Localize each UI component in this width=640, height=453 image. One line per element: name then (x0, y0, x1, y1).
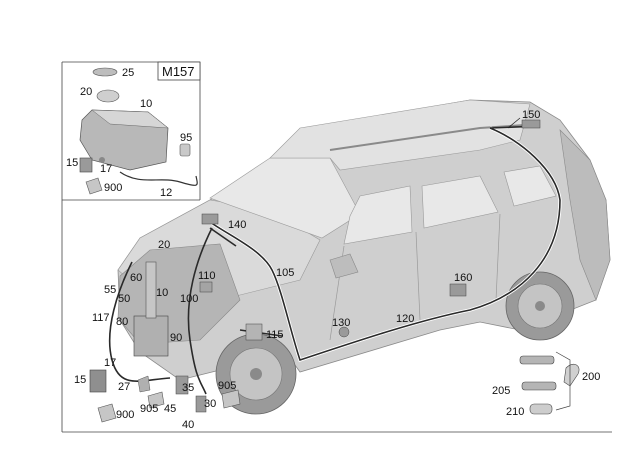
hose-part (119, 171, 198, 186)
callout-95: 95 (180, 132, 192, 144)
part-27 (137, 375, 151, 393)
callout-60: 60 (130, 272, 142, 284)
callout-17-main: 17 (104, 357, 116, 369)
callout-130: 130 (332, 317, 350, 329)
callout-27: 27 (118, 381, 130, 393)
plug-905b-part (147, 391, 165, 409)
callout-105: 105 (276, 267, 294, 279)
callout-90: 90 (170, 332, 182, 344)
model-label: M157 (162, 64, 195, 79)
callout-17: 17 (100, 163, 112, 175)
nozzle-210-part (529, 403, 553, 415)
reservoir-cap-part (92, 67, 118, 77)
callout-900: 900 (104, 182, 122, 194)
callout-205: 205 (492, 385, 510, 397)
tool-200-part (563, 363, 580, 387)
reservoir-main-part (133, 315, 169, 357)
callout-150: 150 (522, 109, 540, 121)
valve-160-part (449, 283, 467, 297)
callout-120: 120 (396, 313, 414, 325)
nozzle-200-part (519, 355, 555, 365)
rear-wheel (505, 271, 575, 341)
main-callouts: 150 140 20 105 60 55 50 10 110 100 160 1… (74, 109, 600, 431)
callout-80: 80 (116, 316, 128, 328)
rear-nozzle-part (521, 119, 541, 129)
clip-130-part (338, 326, 350, 338)
plug-900-part (97, 403, 117, 423)
callout-55: 55 (104, 284, 116, 296)
callout-45: 45 (164, 403, 176, 415)
callout-210: 210 (506, 406, 524, 418)
callout-15: 15 (66, 157, 78, 169)
callout-20: 20 (80, 86, 92, 98)
pump-35-part (175, 375, 189, 395)
level-sensor-part (179, 143, 191, 157)
callout-15-main: 15 (74, 374, 86, 386)
callout-50: 50 (118, 293, 130, 305)
callout-100: 100 (180, 293, 198, 305)
inset-detail: M157 25 20 10 95 15 17 900 12 (62, 61, 201, 201)
nozzle-205-part (521, 381, 557, 391)
callout-35: 35 (182, 382, 194, 394)
grommet-part (99, 157, 105, 163)
callout-160: 160 (454, 272, 472, 284)
callout-115: 115 (266, 329, 284, 341)
callout-40: 40 (182, 419, 194, 431)
callout-110: 110 (198, 270, 216, 282)
callout-10-main: 10 (156, 287, 168, 299)
callout-900-main: 900 (116, 409, 134, 421)
holder-110-part (199, 281, 213, 293)
callout-30: 30 (204, 398, 216, 410)
callout-25: 25 (122, 67, 134, 79)
front-nozzle-part (201, 213, 219, 225)
component-parts (89, 119, 580, 423)
pump-30-part (195, 395, 207, 413)
bracket-115-part (245, 323, 263, 341)
callout-905-left: 905 (140, 403, 158, 415)
filler-neck-part (96, 89, 120, 103)
connector-plug-part (85, 177, 103, 195)
callout-20-main: 20 (158, 239, 170, 251)
callout-12: 12 (160, 187, 172, 199)
model-label-box (157, 61, 201, 81)
callout-140: 140 (228, 219, 246, 231)
washer-pump-part (79, 157, 93, 173)
pump-15-part (89, 369, 107, 393)
callout-905-right: 905 (218, 380, 236, 392)
callout-117: 117 (92, 312, 110, 324)
filler-tube-part (145, 261, 157, 319)
callout-10: 10 (140, 98, 152, 110)
plug-905-part (221, 389, 241, 409)
callout-200: 200 (582, 371, 600, 383)
